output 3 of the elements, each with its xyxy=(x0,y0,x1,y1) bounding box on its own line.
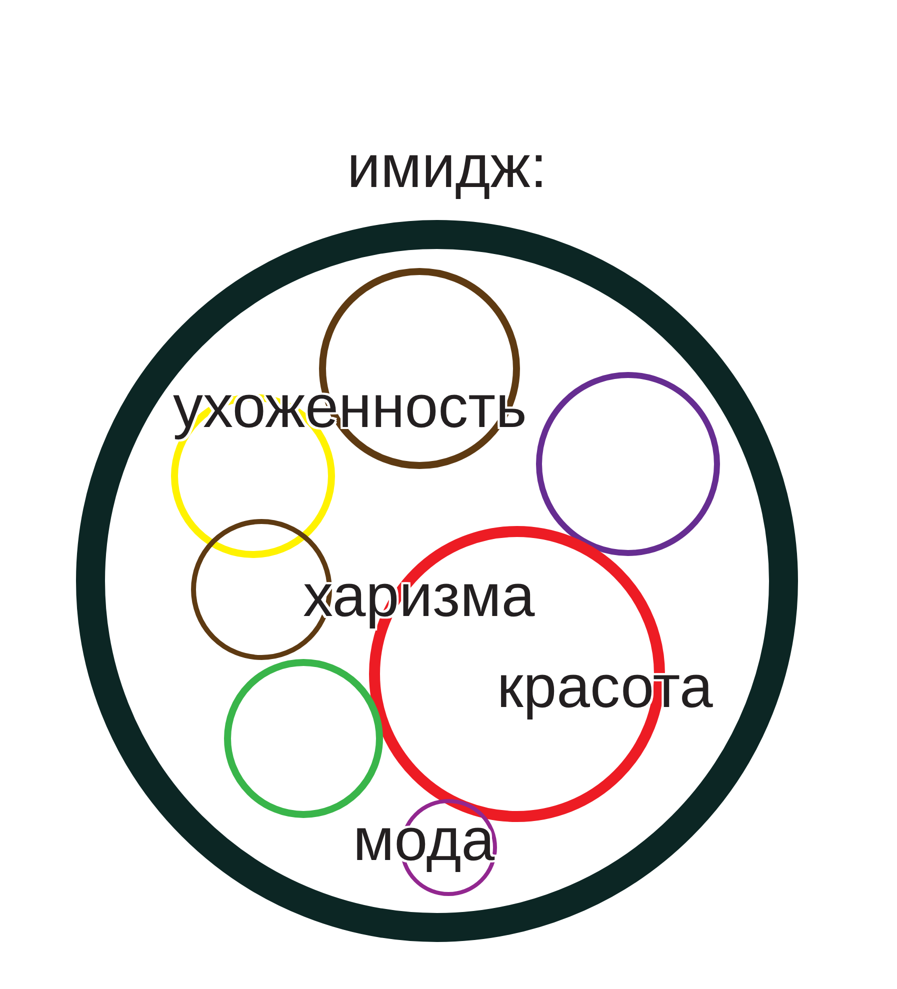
heading: имидж: xyxy=(347,137,548,197)
circle-outline xyxy=(536,372,720,556)
circle-outline xyxy=(224,659,383,818)
